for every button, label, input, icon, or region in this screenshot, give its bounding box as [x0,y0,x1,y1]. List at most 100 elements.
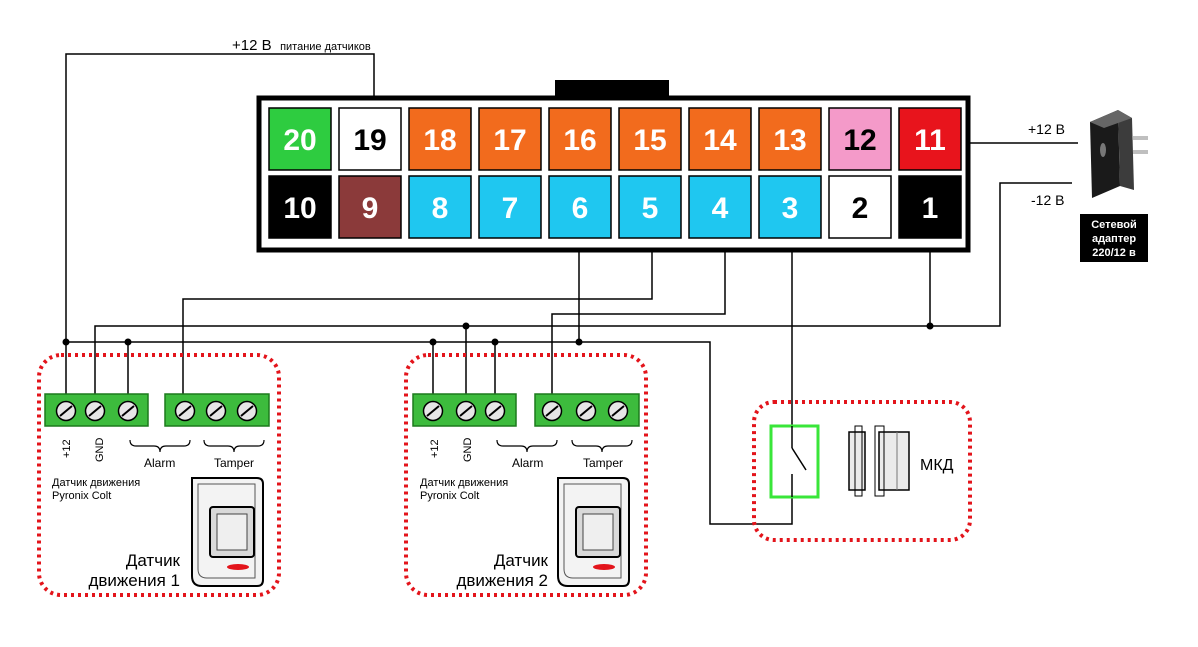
connector-pin-cell [408,107,472,171]
wire-gnd-bus [94,182,1072,396]
connector-pin-15: 15 [618,107,682,171]
connector-pin-cell [548,175,612,239]
connector-pin-number: 10 [283,192,316,225]
door-contact: МКД [752,400,972,542]
connector-pin-number: 14 [703,124,737,157]
junction-dot [429,338,437,346]
sensor-1-tamper-terminal [164,393,270,427]
tamper-label: Tamper [214,456,254,470]
connector-pin-cell [828,107,892,171]
junction-dot [575,338,583,346]
sensor-1-dotted-frame [37,353,281,597]
sensor-model-line: Датчик движения [420,477,508,489]
connector-pin-cell [898,107,962,171]
sensor-1-power-terminal [44,393,149,427]
sensor-2-power-terminal [412,393,517,427]
sensor-title-line: Датчик [494,551,549,570]
connector-pin-19: 19 [338,107,402,171]
junction-dot [926,322,934,330]
connector-pin-5: 5 [618,175,682,239]
screw-terminal-icon [455,400,477,422]
sensor-model-line: Pyronix Colt [52,490,111,502]
connector-pin-number: 9 [362,192,379,225]
magnetic-contact-icon [848,425,910,497]
connector-pin-13: 13 [758,107,822,171]
tamper-brace [571,439,633,453]
connector-pin-8: 8 [408,175,472,239]
connector-pin-cell [338,107,402,171]
supply-label: +12 В питание датчиков [232,37,371,54]
adapter-minus-label: -12 В [1031,192,1064,208]
junction-dot [491,338,499,346]
connector-pin-6: 6 [548,175,612,239]
alarm-label: Alarm [512,456,543,470]
connector-pin-number: 19 [353,124,386,157]
sensor-model-line: Датчик движения [52,477,140,489]
alarm-brace [129,439,191,453]
connector-pin-number: 11 [914,124,946,157]
sensor-2-tamper-terminal [534,393,640,427]
tamper-brace [203,439,265,453]
screw-terminal-icon [541,400,563,422]
terminal-label-plus12: +12 [429,439,441,458]
connector-key [555,80,669,98]
motion-detector-icon [557,477,630,587]
connector-pin-20: 20 [268,107,332,171]
connector-pin-cell [618,107,682,171]
screw-terminal-icon [484,400,506,422]
connector-pin-cell [478,175,542,239]
door-contact-label: МКД [920,457,954,474]
connector-pin-number: 2 [852,192,869,225]
connector-pin-cell [408,175,472,239]
wire-pin4 [551,236,726,396]
adapter-caption-line: адаптер [1092,233,1136,245]
screw-terminal-icon [55,400,77,422]
screw-terminal-icon [422,400,444,422]
screw-terminal-icon [236,400,258,422]
motion-sensor-2: +12 GND Alarm Tamper Датчик движения Pyr… [404,353,648,597]
alarm-brace [496,439,558,453]
connector-pin-number: 12 [843,124,876,157]
terminal-label-gnd: GND [462,438,474,463]
junction-dot [124,338,132,346]
connector-pin-2: 2 [828,175,892,239]
sensor-model-line: Pyronix Colt [420,490,479,502]
connector-pin-cell [828,175,892,239]
adapter-caption-line: Сетевой [1091,219,1137,231]
connector-pin-18: 18 [408,107,472,171]
connector-pin-14: 14 [688,107,752,171]
tamper-label: Tamper [583,456,623,470]
connector-pin-cell [898,175,962,239]
screw-terminal-icon [117,400,139,422]
adapter-caption-box [1080,214,1148,262]
connector-pin-number: 20 [283,124,316,157]
connector-pin-number: 4 [712,192,729,225]
connector-pin-cell [688,175,752,239]
connector-pin-number: 17 [493,124,526,157]
wire-supply-plus [65,53,375,396]
screw-terminal-icon [575,400,597,422]
motion-sensor-1: +12 GND Alarm Tamper Датчик движения Pyr… [37,353,281,597]
terminal-label-plus12: +12 [61,439,73,458]
connector-pin-number: 7 [502,192,519,225]
connector-pin-17: 17 [478,107,542,171]
connector-pin-number: 18 [423,124,456,157]
connector-pin-1: 1 [898,175,962,239]
adapter-caption-line: 220/12 в [1092,247,1136,259]
connector-pin-number: 8 [432,192,449,225]
connector-pin-cell [758,107,822,171]
connector-pin-number: 3 [782,192,799,225]
screw-terminal-icon [205,400,227,422]
junction-dot [462,322,470,330]
connector-pin-number: 6 [572,192,589,225]
adapter-plug-icon [1090,110,1148,198]
connector-pin-cell [758,175,822,239]
connector-pin-12: 12 [828,107,892,171]
screw-terminal-icon [84,400,106,422]
connector-pin-7: 7 [478,175,542,239]
connector-pin-cell [478,107,542,171]
connector-pin-cell [338,175,402,239]
